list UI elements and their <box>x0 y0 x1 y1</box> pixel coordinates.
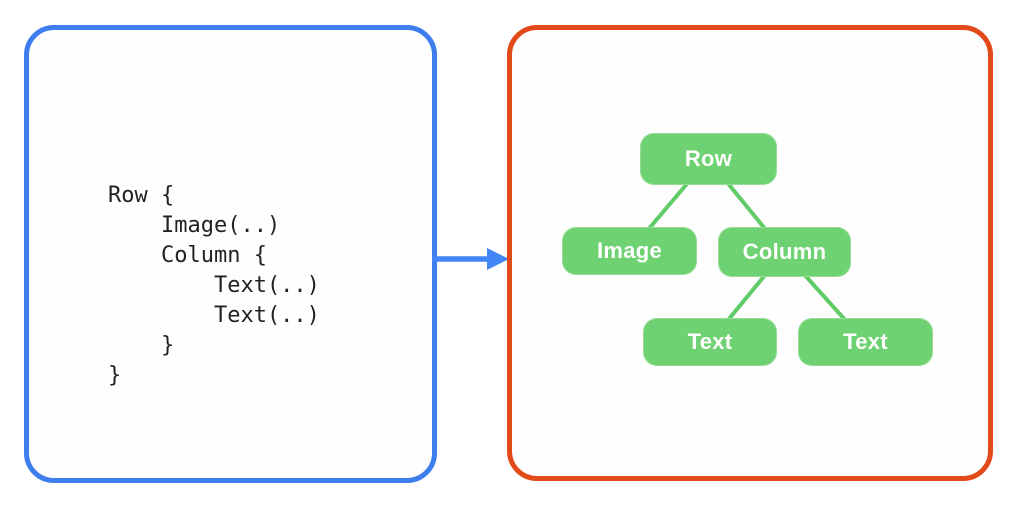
tree-node-row: Row <box>640 133 777 185</box>
tree-node-image: Image <box>562 227 697 275</box>
tree-node-text-left: Text <box>643 318 777 366</box>
tree-node-text-right: Text <box>798 318 933 366</box>
compose-code: Row { Image(..) Column { Text(..) Text(.… <box>108 183 320 388</box>
transform-arrow-icon <box>432 248 509 270</box>
code-panel: Row { Image(..) Column { Text(..) Text(.… <box>24 25 437 483</box>
tree-node-column: Column <box>718 227 851 277</box>
